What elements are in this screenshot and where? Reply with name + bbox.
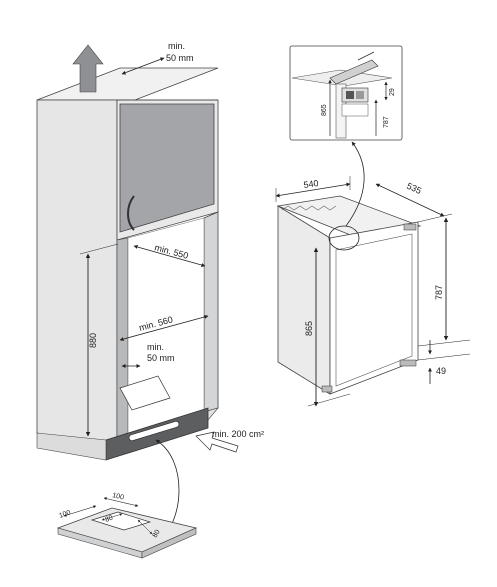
fridge-side xyxy=(277,205,331,395)
fridge-top xyxy=(276,195,422,239)
height-787-label: 787 xyxy=(434,285,444,300)
fridge-appliance xyxy=(276,195,422,395)
height-880-label: 880 xyxy=(88,333,98,348)
detail-29-label: 29 xyxy=(389,88,396,96)
width-540-dimension-line xyxy=(275,182,351,198)
cabinet-top xyxy=(36,67,219,101)
upper-cabinet-door xyxy=(119,103,215,233)
vent-80-label-a: 80 xyxy=(104,515,114,524)
door-handle-icon xyxy=(127,195,135,231)
plinth-vent-grille xyxy=(128,420,180,442)
niche-left-wall xyxy=(116,237,129,451)
floor-vent-opening xyxy=(119,375,171,411)
niche-right-post xyxy=(203,211,219,413)
intake-air-arrow-icon xyxy=(195,431,239,453)
detail-865-label: 865 xyxy=(321,104,328,116)
min-550-dimension-line xyxy=(133,245,206,267)
width-540-label: 540 xyxy=(303,178,319,190)
tall-cabinet xyxy=(36,67,219,461)
depth-535-label: 535 xyxy=(405,181,423,196)
height-865-label: 865 xyxy=(304,321,314,336)
detail-787-label: 787 xyxy=(383,116,390,128)
hinge-detail-inset: 865 29 787 xyxy=(289,45,403,141)
detail-callout-circle xyxy=(328,225,360,251)
floor-vent-template: 100 100 80 80 xyxy=(56,492,198,559)
cabinet-side-panel xyxy=(36,99,118,451)
height-49-label: 49 xyxy=(436,366,446,376)
detail-leader-arrow xyxy=(345,141,365,227)
vent-100-label-b: 100 xyxy=(112,492,125,501)
depth-535-dimension-line xyxy=(375,183,445,217)
fridge-door xyxy=(335,233,413,387)
min-50-bottom-label-a: min. xyxy=(147,342,164,352)
bottom-hinge-icon xyxy=(399,359,417,367)
vent-80-label-b: 80 xyxy=(152,529,162,539)
hinge-bracket-icon xyxy=(329,59,379,85)
min-50-bottom-label-b: 50 mm xyxy=(147,353,175,363)
min-50-top-label-a: min. xyxy=(168,41,185,51)
vent-100-label-a: 100 xyxy=(58,509,71,520)
min-50-top-label-b: 50 mm xyxy=(166,53,194,63)
min-50-top-dimension-line xyxy=(121,57,165,75)
exhaust-air-arrow-icon xyxy=(72,44,104,93)
min-200-label: min. 200 cm² xyxy=(212,429,264,439)
min-560-dimension-line xyxy=(119,315,209,341)
top-hinge-icon xyxy=(403,223,417,231)
